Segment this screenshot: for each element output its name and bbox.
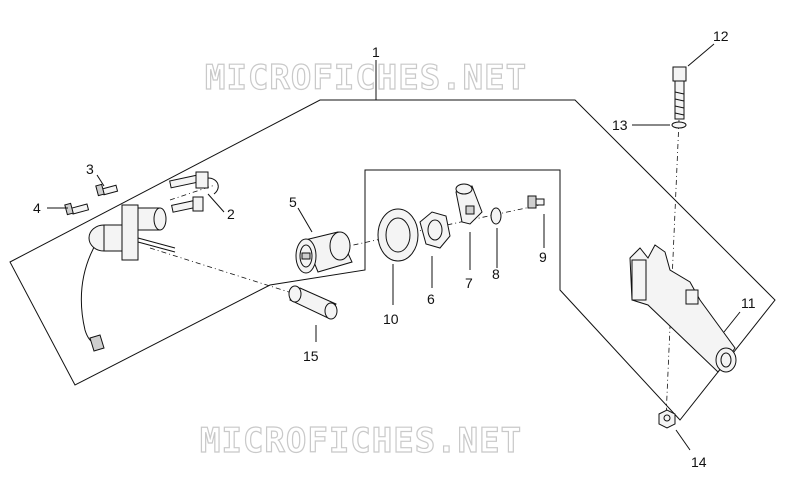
leader-lines [47,43,741,451]
nut-14-part [658,409,676,429]
callout-14: 14 [691,454,707,470]
assembly-outline [9,99,776,421]
bolt-12-part [672,66,687,120]
nut-6-part [419,211,451,249]
callout-15: 15 [303,348,319,364]
axis-line-vertical [665,119,680,419]
callout-7: 7 [465,275,473,291]
callout-12: 12 [713,28,729,44]
callout-10: 10 [383,311,399,327]
tube-15-part [288,285,338,320]
bracket-11-part [629,244,737,373]
watermark-top: MICROFICHES.NET [205,58,527,98]
sleeve-part [455,183,483,225]
screw-3-part [95,183,119,197]
screw-9-part [527,195,545,209]
callout-5: 5 [289,194,297,210]
lock-cylinder-part [295,231,353,274]
callout-2: 2 [227,206,235,222]
star-washer-part [377,208,419,262]
callout-4: 4 [33,200,41,216]
callout-3: 3 [86,161,94,177]
callout-labels: 1 2 3 4 5 6 7 8 9 10 11 12 13 14 15 [33,28,756,470]
callout-11: 11 [741,295,756,311]
callout-13: 13 [612,117,628,133]
ignition-switch-part [80,204,176,352]
pin-part [169,171,219,213]
callout-9: 9 [539,249,547,265]
screw-4-part [64,202,90,216]
watermark-bottom: MICROFICHES.NET [200,421,522,461]
washer-13-part [671,121,687,129]
callout-8: 8 [492,266,500,282]
callout-1: 1 [372,44,380,60]
callout-6: 6 [427,291,435,307]
washer-8-part [490,207,502,225]
